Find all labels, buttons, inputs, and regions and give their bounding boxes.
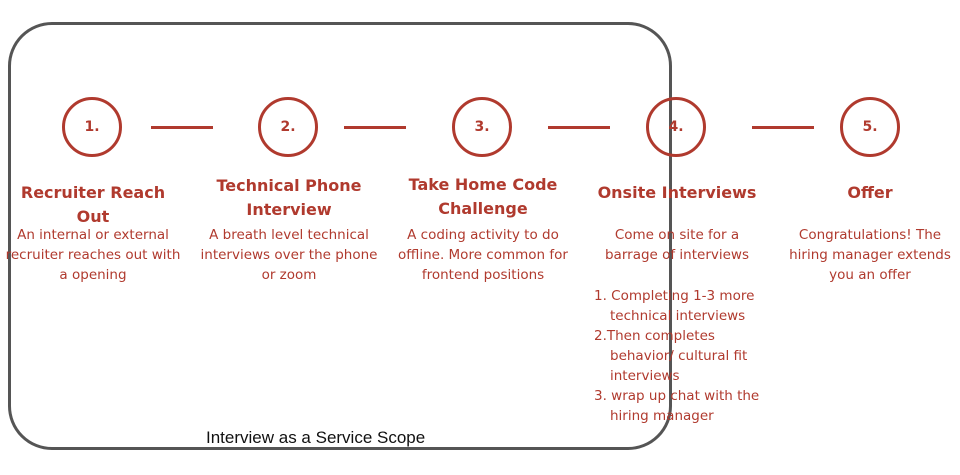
step-2-title: Technical Phone Interview	[216, 176, 362, 219]
step-2-circle: 2.	[258, 97, 318, 157]
substep-item: 1. Completing 1-3 more technical intervi…	[594, 288, 755, 324]
step-1-circle: 1.	[62, 97, 122, 157]
step-3-circle: 3.	[452, 97, 512, 157]
step-2-description: A breath level technical interviews over…	[200, 227, 378, 283]
step-3-number: 3.	[474, 119, 490, 135]
substep-item: 2.Then completes behavior/ cultural fit …	[594, 328, 748, 384]
step-3-title: Take Home Code Challenge	[408, 175, 558, 218]
step-4-number: 4.	[668, 119, 684, 135]
connector-1-2	[151, 126, 213, 129]
substep-item: 3. wrap up chat with the hiring manager	[594, 388, 760, 424]
connector-2-3	[344, 126, 406, 129]
scope-boundary	[8, 22, 672, 450]
step-2-number: 2.	[280, 119, 296, 135]
step-5-title: Offer	[847, 183, 893, 202]
step-5-circle: 5.	[840, 97, 900, 157]
step-1-number: 1.	[84, 119, 100, 135]
step-4-substeps: 1. Completing 1-3 more technical intervi…	[594, 286, 770, 426]
step-5-description: Congratulations! The hiring manager exte…	[789, 227, 951, 283]
step-4-title: Onsite Interviews	[597, 183, 757, 202]
scope-label: Interview as a Service Scope	[206, 428, 426, 447]
step-1-description: An internal or external recruiter reache…	[5, 227, 181, 283]
connector-4-5	[752, 126, 814, 129]
step-1-title: Recruiter Reach Out	[20, 183, 166, 226]
step-3-description: A coding activity to do offline. More co…	[398, 227, 568, 283]
step-4-description: Come on site for a barrage of interviews	[604, 227, 750, 263]
step-4-circle: 4.	[646, 97, 706, 157]
connector-3-4	[548, 126, 610, 129]
step-5-number: 5.	[862, 119, 878, 135]
